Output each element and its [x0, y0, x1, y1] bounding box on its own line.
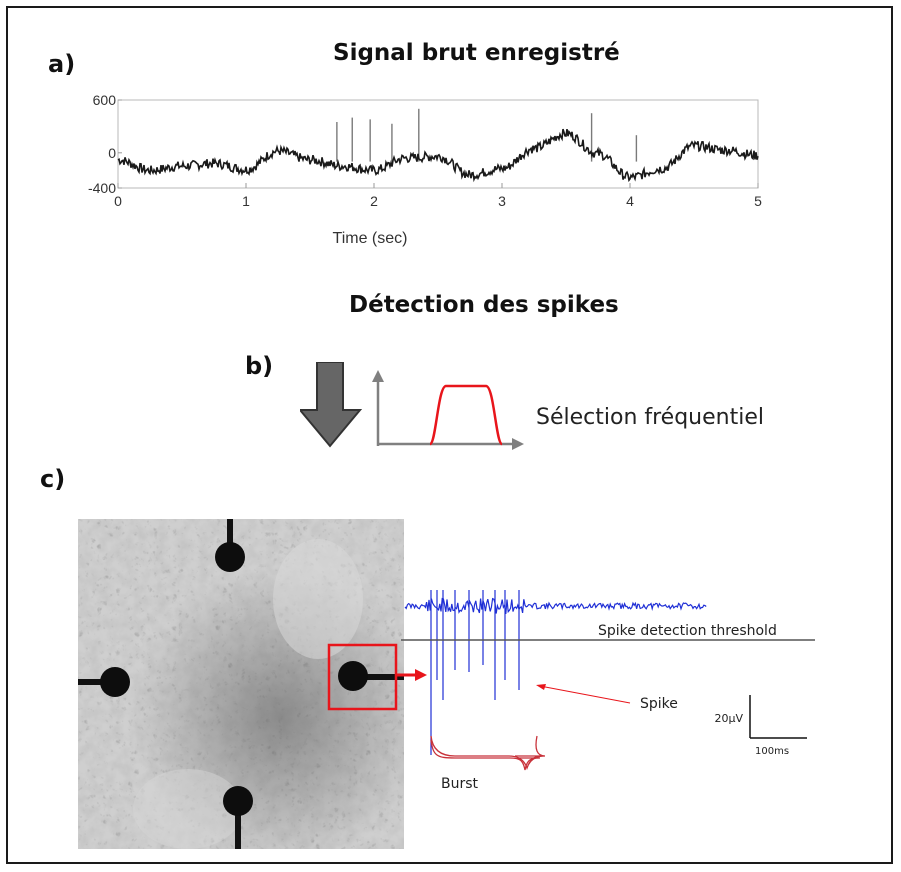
electrode-left	[100, 667, 130, 697]
burst-brace	[431, 740, 545, 768]
electrode-top	[215, 542, 245, 572]
x-axis-title: Time (sec)	[333, 230, 408, 247]
x-tick-label: 1	[242, 193, 250, 209]
spike-label: Spike	[640, 696, 678, 712]
burst-label: Burst	[441, 776, 479, 792]
x-tick-label: 5	[754, 193, 762, 209]
x-tick-label: 4	[626, 193, 634, 209]
x-tick-label: 2	[370, 193, 378, 209]
frequency-selection-label: Sélection fréquentiel	[536, 405, 764, 430]
panel-c-label: c)	[40, 465, 66, 493]
selected-electrode-box	[327, 643, 398, 711]
electrode-bottom	[223, 786, 253, 816]
x-tick-label: 3	[498, 193, 506, 209]
spike-pointer-head	[536, 684, 546, 690]
scale-time-label: 100ms	[755, 746, 789, 757]
plot-area	[117, 99, 759, 189]
bandpass-filter-icon	[372, 370, 524, 450]
mea-micrograph	[78, 519, 404, 849]
electrode-right	[338, 661, 368, 691]
panel-a-label: a)	[48, 50, 76, 78]
spike-trace-panel: Spike detection threshold Spike Burst 20…	[397, 590, 815, 792]
y-tick-label: 600	[93, 92, 117, 108]
burst-bracket	[430, 739, 541, 771]
signal-trace	[117, 128, 759, 183]
scale-voltage-label: 20µV	[714, 712, 743, 725]
down-arrow	[300, 362, 363, 448]
detection-heading: Détection des spikes	[349, 292, 619, 318]
panel-b-label: b)	[245, 352, 274, 380]
y-tick-label: 0	[108, 145, 116, 161]
spike-trace	[404, 597, 707, 614]
spike-pointer	[539, 685, 631, 704]
threshold-label: Spike detection threshold	[598, 623, 777, 639]
x-tick-label: 0	[114, 193, 122, 209]
highlight-arrowhead	[415, 669, 427, 681]
panel-a-title: Signal brut enregistré	[333, 40, 620, 66]
y-tick-label: -400	[88, 180, 116, 196]
micrograph-image	[78, 519, 404, 849]
